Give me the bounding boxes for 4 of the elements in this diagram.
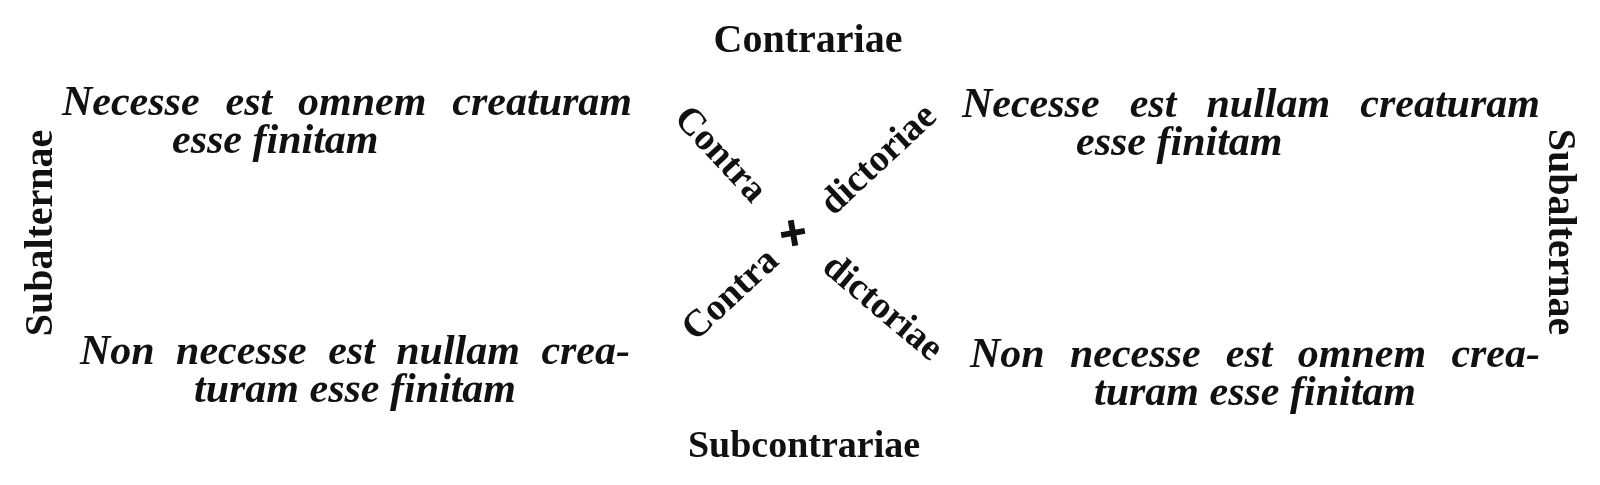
relation-label: Subalternae — [1542, 128, 1582, 336]
relation-label: Contrariae — [713, 19, 903, 59]
relation-label: Subcontrariae — [687, 425, 921, 463]
relation-label: Subalternae — [19, 129, 59, 337]
